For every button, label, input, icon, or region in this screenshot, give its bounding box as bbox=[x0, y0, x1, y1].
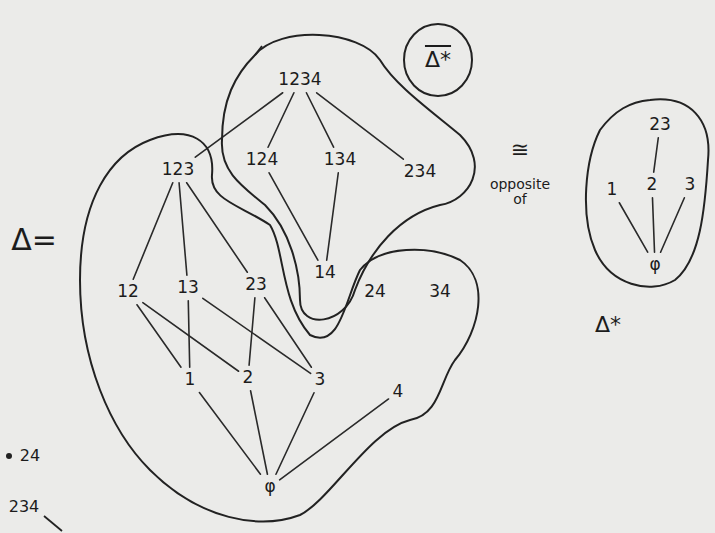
heading-holder: Δ* bbox=[425, 47, 451, 72]
face-text: 4 bbox=[391, 381, 406, 403]
face-text: 1 bbox=[183, 369, 198, 391]
complex-region: Δ=12312132324341234φ bbox=[5, 120, 495, 533]
hasse-edge bbox=[188, 301, 189, 367]
face-label: 23 bbox=[243, 274, 269, 296]
hasse-edge bbox=[251, 391, 268, 474]
cut-off-line bbox=[44, 516, 62, 531]
complex-name: Δ* bbox=[425, 47, 451, 72]
hasse-edge bbox=[187, 183, 248, 272]
face-text: 123 bbox=[160, 159, 196, 181]
face-text: φ bbox=[262, 476, 277, 498]
face-label: 3 bbox=[313, 369, 328, 391]
face-label: 3 bbox=[683, 174, 698, 196]
note-label: ≅ bbox=[511, 137, 529, 162]
hasse-edge bbox=[306, 93, 333, 147]
face-label: 14 bbox=[312, 262, 338, 284]
hasse-edge bbox=[133, 183, 173, 279]
face-label: 4 bbox=[391, 381, 406, 403]
face-text: 2 bbox=[645, 174, 660, 196]
hasse-edge bbox=[249, 298, 255, 365]
hasse-edge bbox=[179, 183, 187, 275]
region-outline-path bbox=[586, 99, 709, 286]
region-outline-path bbox=[80, 134, 479, 521]
face-text: 134 bbox=[322, 149, 358, 171]
face-text: 1234 bbox=[276, 69, 323, 91]
region-outline bbox=[5, 120, 495, 533]
region-outline-path bbox=[222, 35, 475, 320]
face-label: 24 bbox=[362, 281, 388, 303]
face-text: 12 bbox=[115, 281, 141, 303]
face-text: 24 bbox=[362, 281, 388, 303]
hasse-edge bbox=[654, 138, 659, 172]
face-label: 1234 bbox=[276, 69, 323, 91]
hasse-edge bbox=[269, 173, 318, 260]
face-text: 234 bbox=[402, 161, 438, 183]
face-text: 23 bbox=[243, 274, 269, 296]
face-label: 23 bbox=[647, 114, 673, 136]
complex-region: Δ*23123φ bbox=[575, 88, 712, 350]
heading-holder: Δ= bbox=[11, 223, 57, 258]
face-text: φ bbox=[647, 254, 662, 276]
face-text: 2 bbox=[241, 367, 256, 389]
face-text: 14 bbox=[312, 262, 338, 284]
heading-holder: Δ* bbox=[595, 312, 621, 337]
complex-name: Δ= bbox=[11, 223, 57, 258]
hasse-edge bbox=[195, 93, 282, 157]
note-label: 234 bbox=[9, 498, 40, 516]
face-text: 23 bbox=[647, 114, 673, 136]
hasse-edge bbox=[327, 173, 339, 260]
hasse-edge bbox=[265, 298, 312, 367]
face-label: 1 bbox=[183, 369, 198, 391]
face-label: 2 bbox=[645, 174, 660, 196]
face-label: 123 bbox=[160, 159, 196, 181]
face-text: 13 bbox=[175, 277, 201, 299]
face-text: 34 bbox=[427, 281, 453, 303]
face-label: 2 bbox=[241, 367, 256, 389]
face-label: 134 bbox=[322, 149, 358, 171]
heading-circle bbox=[404, 24, 472, 96]
hasse-edge bbox=[276, 393, 314, 474]
region-outline bbox=[575, 88, 712, 350]
hasse-edge bbox=[661, 198, 685, 252]
ink-dot bbox=[6, 453, 12, 459]
hasse-edge bbox=[280, 399, 389, 480]
face-label: 124 bbox=[244, 149, 280, 171]
face-text: 1 bbox=[605, 179, 620, 201]
hasse-edge bbox=[619, 203, 647, 252]
complex-name: Δ* bbox=[595, 312, 621, 337]
hasse-edge bbox=[652, 198, 654, 252]
face-text: 124 bbox=[244, 149, 280, 171]
face-label: 34 bbox=[427, 281, 453, 303]
face-label: φ bbox=[647, 254, 662, 276]
hasse-edge bbox=[199, 393, 260, 475]
face-label: 12 bbox=[115, 281, 141, 303]
face-label: φ bbox=[262, 476, 277, 498]
face-text: 3 bbox=[683, 174, 698, 196]
note-label: 24 bbox=[20, 447, 40, 465]
face-label: 234 bbox=[402, 161, 438, 183]
face-label: 13 bbox=[175, 277, 201, 299]
face-label: 1 bbox=[605, 179, 620, 201]
face-text: 3 bbox=[313, 369, 328, 391]
note-label: opposite of bbox=[483, 177, 557, 208]
